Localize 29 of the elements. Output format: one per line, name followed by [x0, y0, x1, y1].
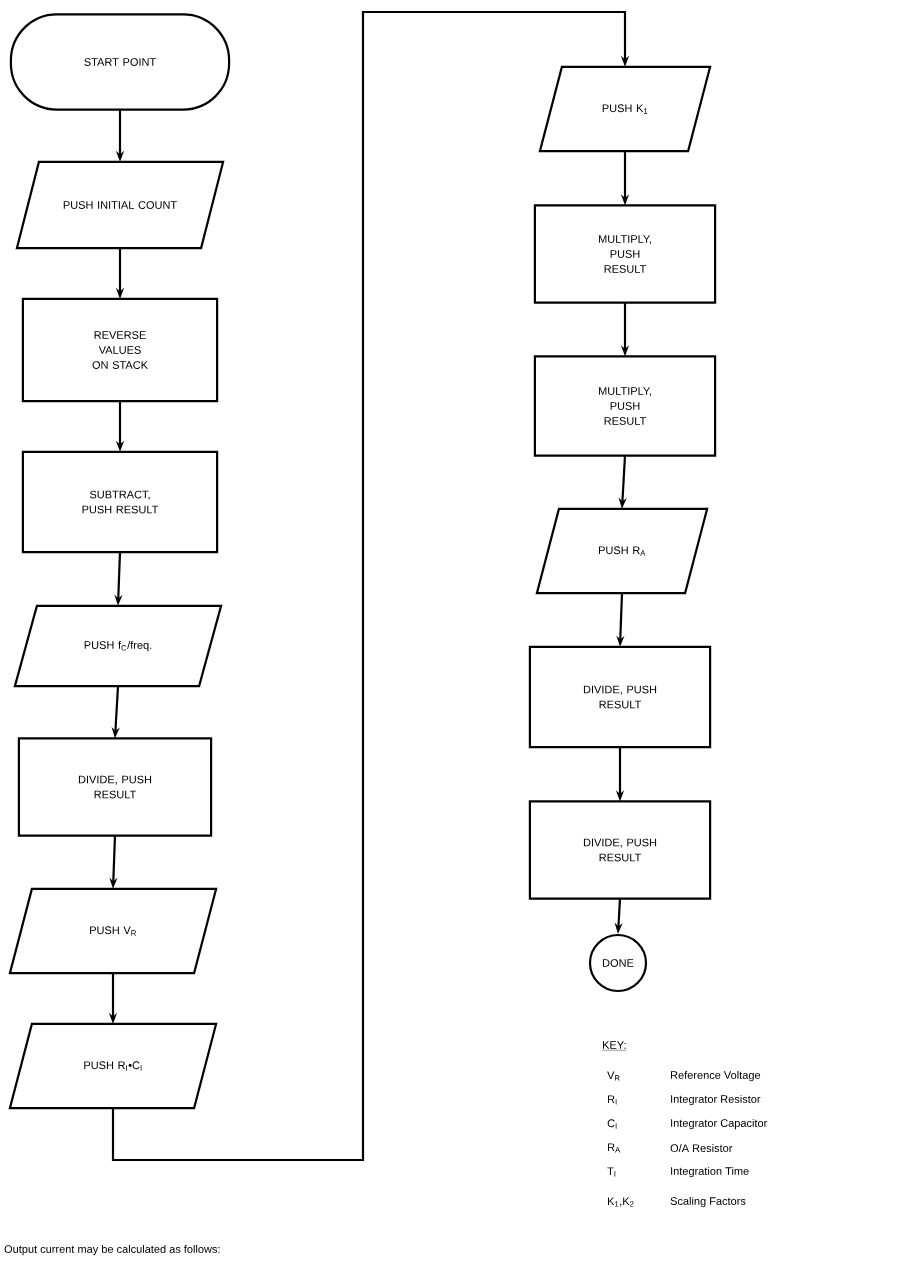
process-box: MULTIPLY, PUSH RESULT [533, 204, 717, 304]
input-parallelogram: PUSH R$_{A}$ [535, 507, 709, 595]
process-box: DIVIDE, PUSH RESULT [528, 645, 712, 749]
input-parallelogram: PUSH f$_{C}$/freq. [13, 604, 223, 688]
arrow [111, 10, 630, 1162]
key-description: Integration Time [671, 1166, 749, 1178]
input-parallelogram: PUSH R$_{I}$•C$_{I}$ [8, 1022, 218, 1110]
process-box: REVERSE VALUES ON STACK [21, 297, 219, 403]
process-box: SUBTRACT, PUSH RESULT [21, 450, 219, 554]
input-parallelogram: PUSH INITIAL COUNT [15, 160, 225, 250]
start-terminal: START POINT [9, 13, 231, 111]
key-symbol: V$_{R}$ [607, 1071, 620, 1081]
key-description: O/A Resistor [670, 1143, 733, 1153]
note-text: Output current may be calculated as follows: [4, 1244, 220, 1256]
key-symbol: T$_{I}$ [607, 1167, 616, 1177]
key-symbol: R$_{I}$ [608, 1095, 617, 1105]
key-description: Reference Voltage [671, 1070, 761, 1082]
process-box: MULTIPLY, PUSH RESULT [533, 355, 717, 457]
process-box: DIVIDE, PUSH RESULT [17, 737, 213, 837]
key-description: Integrator Capacitor [671, 1118, 768, 1130]
key-symbol: C$_{I}$ [607, 1119, 617, 1129]
key-description: Scaling Factors [670, 1196, 746, 1208]
process-box: DIVIDE, PUSH RESULT [528, 800, 712, 900]
key-symbol: K$_{1}$,K$_{2}$ [608, 1197, 634, 1207]
input-parallelogram: PUSH V$_{R}$ [8, 887, 218, 975]
key-symbol: R$_{A}$ [608, 1143, 621, 1153]
input-parallelogram: PUSH K$_{1}$ [538, 65, 712, 153]
key-heading: KEY: [601, 1041, 627, 1051]
key-description: Integrator Resistor [671, 1094, 761, 1106]
